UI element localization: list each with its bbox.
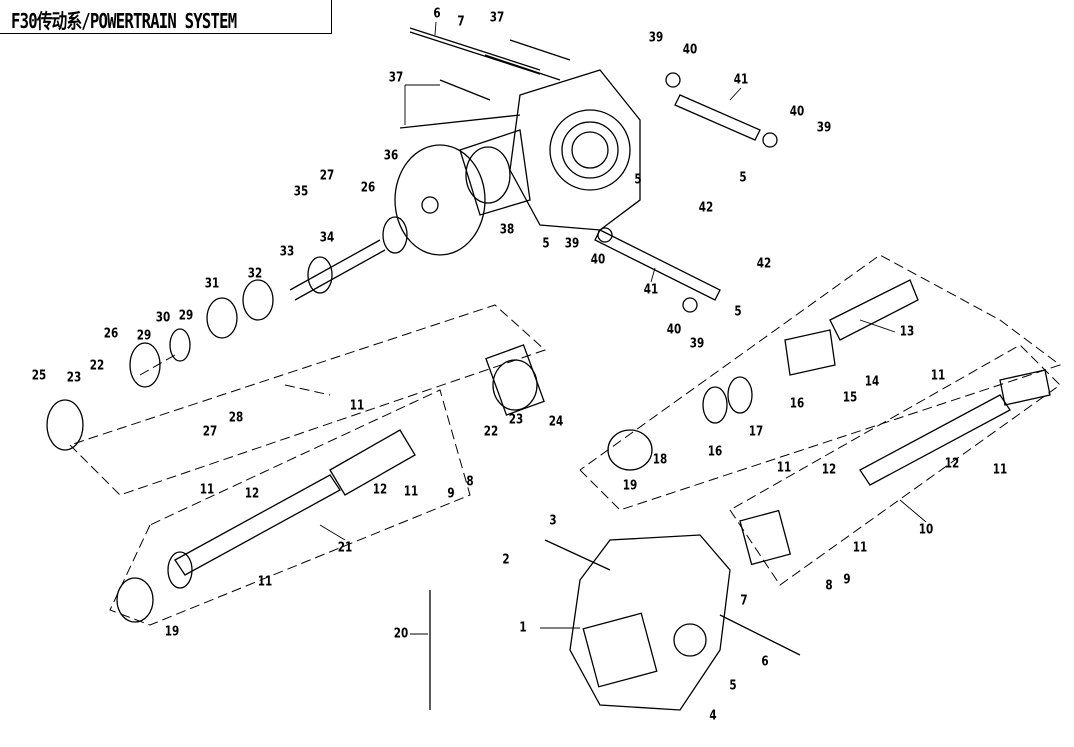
callout-number: 27	[202, 424, 218, 440]
callout-number: 41	[733, 72, 749, 88]
outline-driveshaft-10	[729, 344, 1061, 586]
title-box: F30传动系/POWERTRAIN SYSTEM	[0, 0, 332, 34]
callout-number: 5	[542, 236, 550, 252]
callout-number: 7	[457, 14, 465, 30]
callout-number: 39	[689, 336, 705, 352]
callout-number: 38	[499, 222, 515, 238]
callout-number: 40	[590, 252, 606, 268]
callout-number: 23	[66, 370, 82, 386]
callout-number: 4	[709, 708, 717, 724]
callout-number: 2	[502, 552, 510, 568]
callout-number: 11	[349, 398, 365, 414]
callout-number: 42	[756, 256, 772, 272]
driveshaft-21	[116, 429, 416, 623]
front-differential	[429, 534, 801, 711]
input-shaft	[46, 216, 545, 451]
callout-number: 5	[739, 170, 747, 186]
callout-number: 14	[864, 374, 880, 390]
callout-number: 19	[622, 478, 638, 494]
callout-number: 17	[748, 424, 764, 440]
callout-number: 31	[204, 276, 220, 292]
callout-number: 16	[789, 396, 805, 412]
callout-number: 9	[843, 572, 851, 588]
callout-number: 16	[707, 444, 723, 460]
callout-number: 37	[489, 10, 505, 26]
callout-number: 20	[393, 626, 409, 642]
long-bolts	[399, 27, 571, 129]
callout-number: 10	[918, 522, 934, 538]
callout-number: 11	[992, 462, 1008, 478]
group-outlines	[69, 254, 1062, 626]
callout-number: 11	[257, 574, 273, 590]
callout-number: 32	[247, 266, 263, 282]
callout-number: 5	[634, 172, 642, 188]
callout-number: 21	[337, 540, 353, 556]
callout-number: 29	[178, 308, 194, 324]
callout-number: 8	[825, 578, 833, 594]
callout-number: 24	[548, 414, 564, 430]
callout-number: 6	[433, 6, 441, 22]
callout-number: 42	[698, 200, 714, 216]
callout-number: 11	[403, 484, 419, 500]
diagram-title: F30传动系/POWERTRAIN SYSTEM	[11, 9, 237, 33]
callout-number: 8	[466, 474, 474, 490]
callout-number: 40	[789, 104, 805, 120]
callout-number: 30	[155, 310, 171, 326]
callout-number: 5	[729, 678, 737, 694]
outline-driveshaft-21	[109, 389, 471, 626]
callout-number: 12	[372, 482, 388, 498]
callout-number: 40	[666, 322, 682, 338]
callout-number: 12	[944, 456, 960, 472]
callout-number: 34	[319, 230, 335, 246]
callout-number: 25	[31, 368, 47, 384]
callout-number: 26	[360, 180, 376, 196]
callout-number: 11	[199, 482, 215, 498]
callout-number: 33	[279, 244, 295, 260]
callout-number: 41	[643, 282, 659, 298]
callout-number: 40	[682, 42, 698, 58]
callout-number: 39	[648, 30, 664, 46]
callout-number: 1	[519, 620, 527, 636]
callout-number: 15	[842, 390, 858, 406]
brackets	[594, 72, 778, 313]
callout-number: 23	[508, 412, 524, 428]
callout-number: 35	[293, 184, 309, 200]
callout-number: 12	[821, 462, 837, 478]
callout-number: 5	[734, 304, 742, 320]
callout-number: 22	[483, 424, 499, 440]
rear-output-shaft	[607, 279, 919, 471]
callout-number: 27	[319, 168, 335, 184]
callout-number: 11	[852, 540, 868, 556]
callout-number: 29	[136, 328, 152, 344]
rear-differential	[394, 69, 641, 256]
callout-number: 22	[89, 358, 105, 374]
callout-number: 3	[549, 513, 557, 529]
callout-number: 12	[244, 486, 260, 502]
outline-rear-shaft	[579, 254, 1062, 511]
leader-lines	[319, 21, 927, 635]
callout-number: 11	[930, 368, 946, 384]
driveshaft-10	[739, 369, 1051, 566]
callout-number: 11	[776, 460, 792, 476]
outline-front-shaft	[69, 304, 546, 496]
callout-number: 37	[388, 70, 404, 86]
callout-number: 28	[228, 410, 244, 426]
callout-number: 36	[383, 148, 399, 164]
callout-number: 19	[164, 624, 180, 640]
callout-number: 39	[564, 236, 580, 252]
callout-number: 39	[816, 120, 832, 136]
callout-number: 9	[447, 486, 455, 502]
callout-number: 6	[761, 654, 769, 670]
callout-number: 26	[103, 326, 119, 342]
callout-number: 7	[740, 593, 748, 609]
callout-number: 13	[899, 324, 915, 340]
callout-number: 18	[652, 452, 668, 468]
